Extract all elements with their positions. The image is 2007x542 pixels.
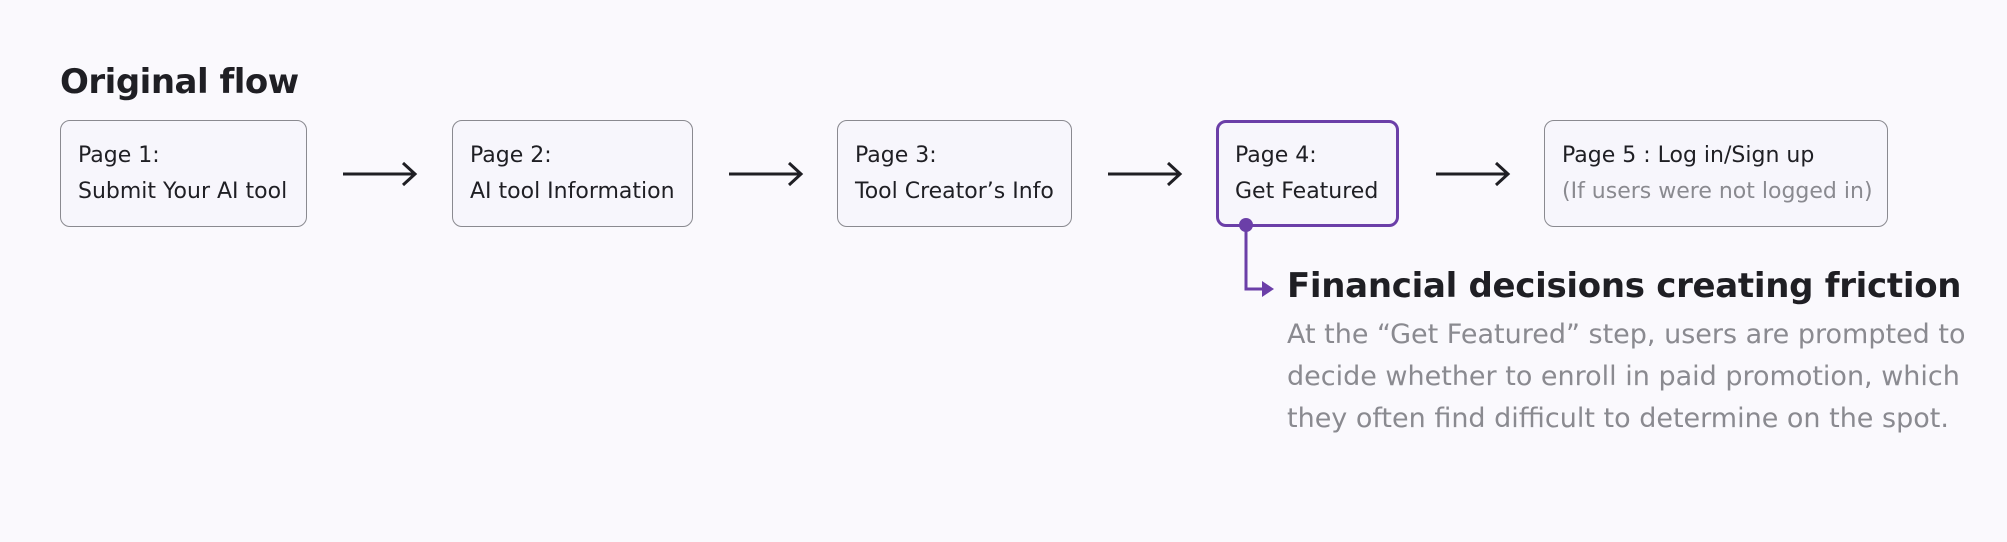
callout-title: Financial decisions creating friction — [1287, 266, 1962, 306]
callout-body: At the “Get Featured” step, users are pr… — [1287, 319, 1966, 434]
step-label: Page 5 : Log in/Sign up — [1562, 142, 1815, 168]
right-arrow-icon — [729, 161, 804, 187]
step-name: Get Featured — [1235, 178, 1379, 204]
step-label: Page 1: — [78, 142, 160, 168]
diagram-title: Original flow — [60, 62, 299, 102]
flow-step-page-1: Page 1: Submit Your AI tool — [60, 120, 307, 227]
step-label: Page 2: — [470, 142, 552, 168]
right-arrow-icon — [1436, 161, 1511, 187]
step-label: Page 4: — [1235, 142, 1317, 168]
step-label: Page 3: — [855, 142, 937, 168]
right-arrow-icon — [1108, 161, 1183, 187]
right-arrow-icon — [343, 161, 418, 187]
step-name: Submit Your AI tool — [78, 178, 288, 204]
flow-step-page-3: Page 3: Tool Creator’s Info — [837, 120, 1072, 227]
step-name: AI tool Information — [470, 178, 675, 204]
flow-step-page-4: Page 4: Get Featured — [1216, 120, 1399, 227]
step-name: Tool Creator’s Info — [855, 178, 1054, 204]
step-note: (If users were not logged in) — [1562, 178, 1873, 204]
flow-step-page-5: Page 5 : Log in/Sign up (If users were n… — [1544, 120, 1888, 227]
elbow-arrow-icon — [1239, 218, 1274, 297]
flow-step-page-2: Page 2: AI tool Information — [452, 120, 693, 227]
